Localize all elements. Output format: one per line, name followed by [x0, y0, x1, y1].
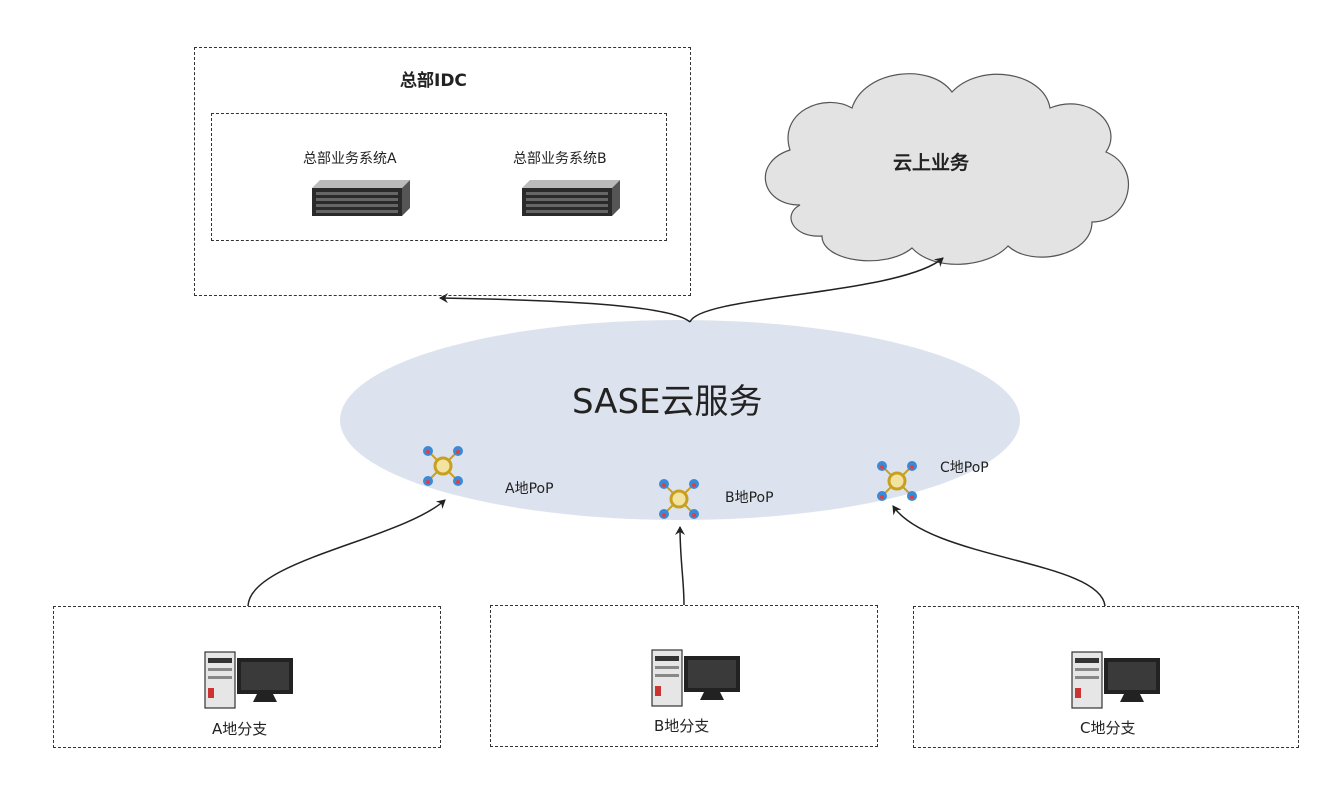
connector-sase-to-cloud: [689, 257, 944, 323]
cloud-label: 云上业务: [893, 152, 970, 174]
cloud-icon: [764, 73, 1130, 265]
connector-branch-c-to-pop: [892, 505, 1106, 607]
connector-branch-b-to-pop: [675, 526, 686, 606]
branch-b-box: [490, 605, 878, 747]
pop-a-label: A地PoP: [505, 481, 554, 497]
pop-c-label: C地PoP: [940, 460, 989, 476]
sase-ellipse: [340, 320, 1020, 520]
hq-system-a-label: 总部业务系统A: [303, 151, 397, 167]
branch-c-box: [913, 606, 1299, 748]
branch-b-label: B地分支: [654, 717, 710, 735]
pop-b-label: B地PoP: [725, 490, 774, 506]
hq-idc-title: 总部IDC: [400, 71, 467, 91]
connector-sase-to-hq: [439, 293, 691, 323]
hq-system-b-label: 总部业务系统B: [513, 151, 607, 167]
branch-a-label: A地分支: [212, 720, 268, 738]
branch-a-box: [53, 606, 441, 748]
branch-c-label: C地分支: [1080, 719, 1136, 737]
sase-label: SASE云服务: [572, 382, 763, 422]
hq-systems-box: [211, 113, 667, 241]
hq-idc-box: [194, 47, 691, 296]
connector-branch-a-to-pop: [247, 499, 446, 607]
